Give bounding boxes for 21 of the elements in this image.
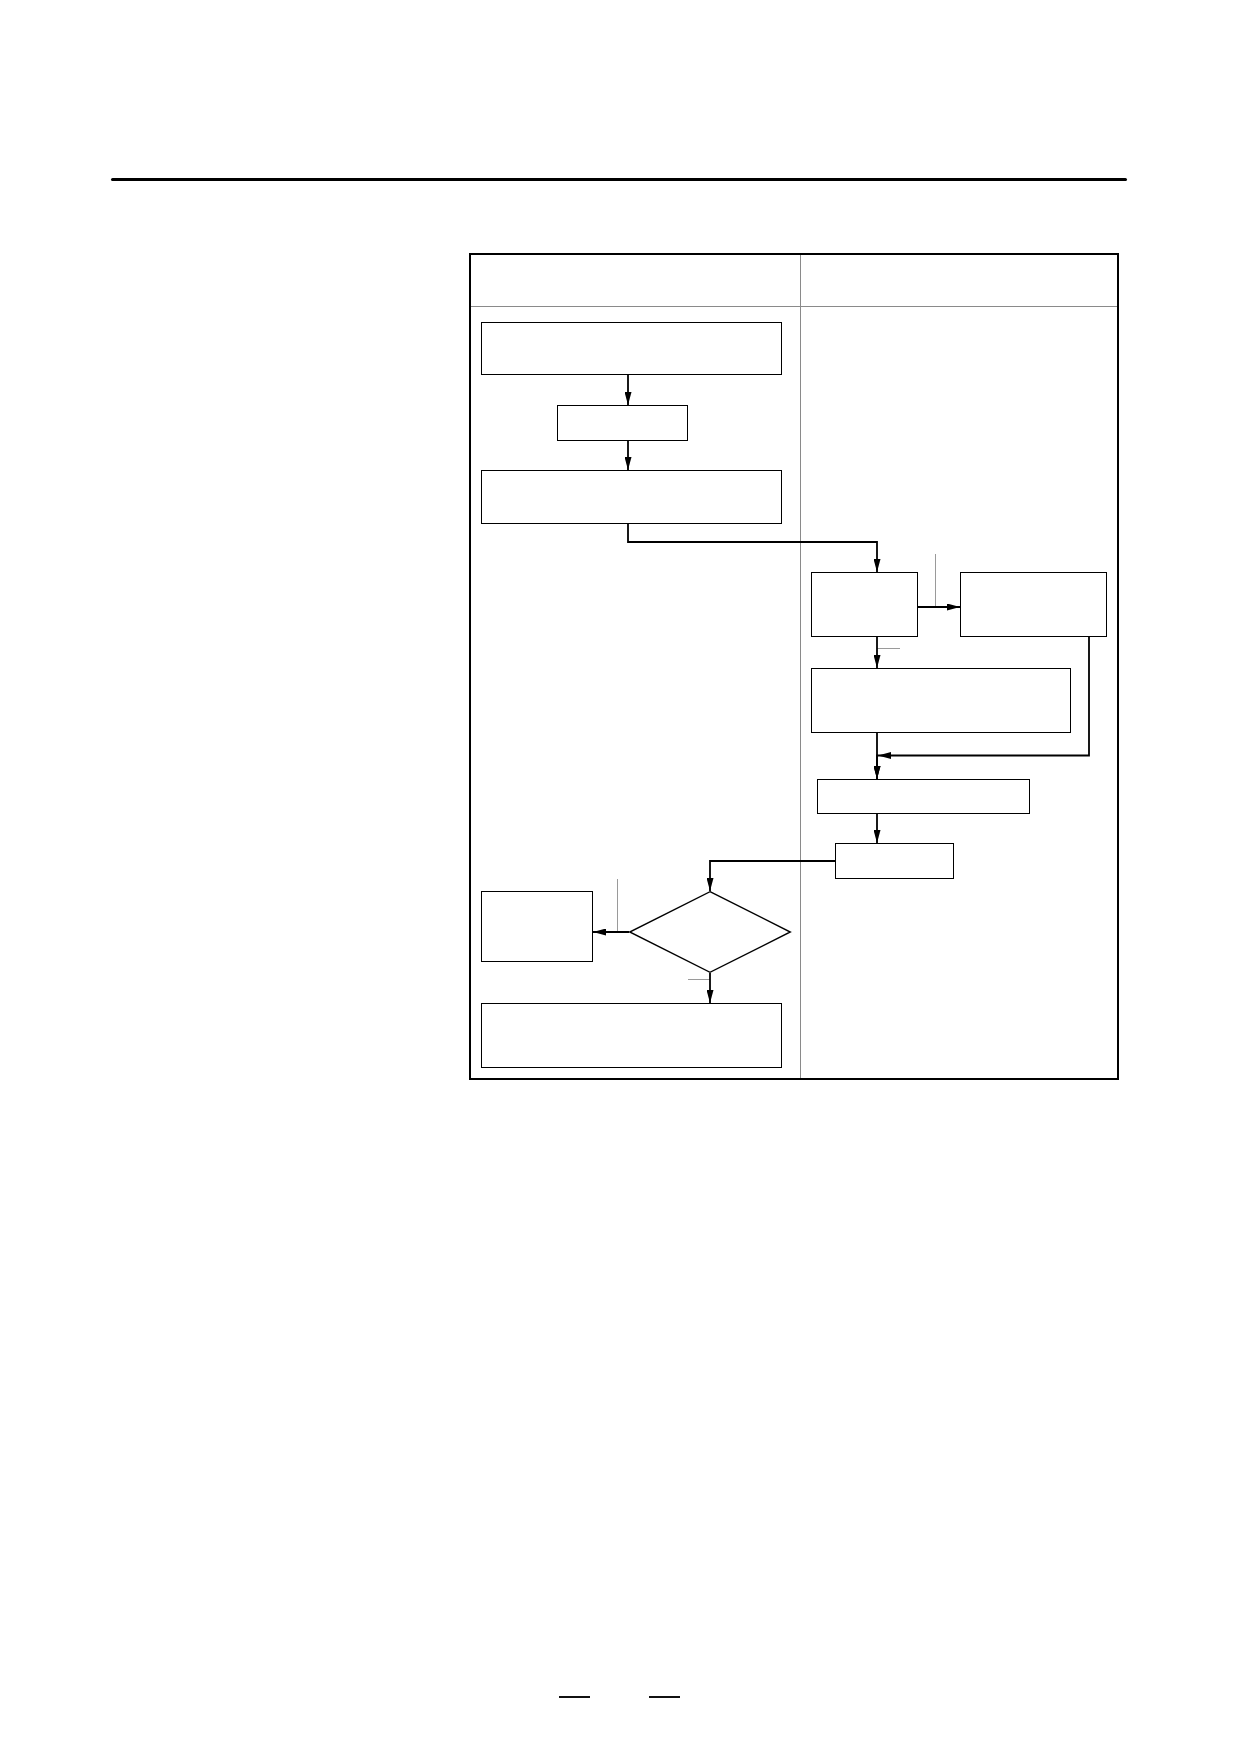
process-box [811,668,1071,733]
process-box [481,891,593,962]
arrow [624,440,632,471]
process-box [811,572,918,637]
arrow [873,636,881,669]
arrow [917,603,961,611]
arrow [706,860,836,892]
process-box [835,843,954,879]
arrow [624,374,632,406]
arrow [873,813,881,844]
arrow [627,523,881,573]
process-box [817,779,1030,814]
process-box [481,470,782,524]
process-box [481,322,782,375]
process-box [557,405,688,441]
decision-diamond [629,891,791,973]
arrow [592,928,630,936]
process-box [960,572,1107,637]
process-box [481,1003,782,1068]
arrow [706,972,714,1004]
arrow [873,636,1090,780]
